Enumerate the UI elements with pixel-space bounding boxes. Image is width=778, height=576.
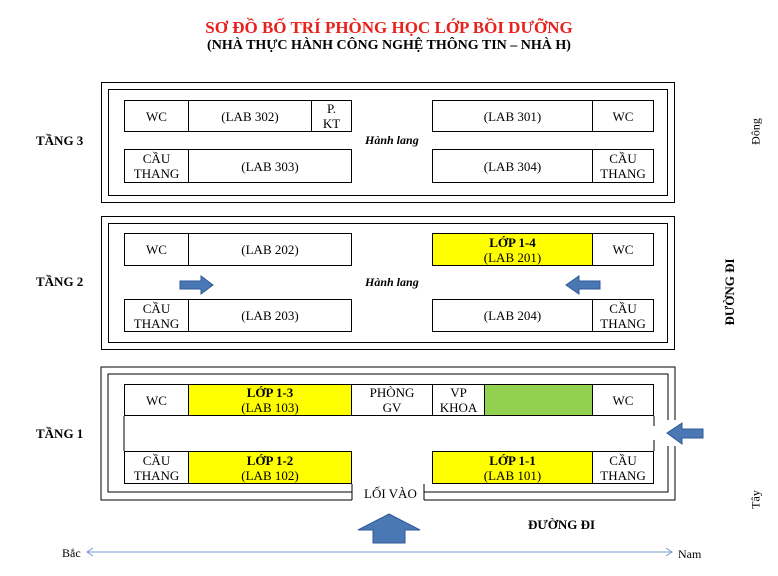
wc-right-f1: WC xyxy=(592,384,654,416)
stairs-left-f1: CẦU THANG xyxy=(124,451,189,484)
floor-2-outer-wall xyxy=(101,216,675,350)
direction-south-label: Nam xyxy=(678,547,702,561)
entrance-label: LỐI VÀO xyxy=(364,486,417,501)
lab-101-label: (LAB 101) xyxy=(483,467,542,483)
wc-left-f2: WC xyxy=(124,233,189,266)
floor-3-label: TẦNG 3 xyxy=(36,133,84,148)
floor-2-label: TẦNG 2 xyxy=(36,274,84,289)
floor-1-outer-wall-right xyxy=(424,446,676,501)
stairs-right-f2: CẦU THANG xyxy=(592,299,654,332)
lab-201-label: (LAB 201) xyxy=(483,249,542,265)
room-pkt: P. KT xyxy=(311,100,352,132)
floor-2-inner-wall xyxy=(108,223,668,343)
lab-302: (LAB 302) xyxy=(188,100,312,132)
lab-304: (LAB 304) xyxy=(432,149,593,183)
floor-1-label: TẦNG 1 xyxy=(36,426,84,441)
floor-3-inner-wall xyxy=(108,89,668,196)
diagram-title: SƠ ĐỒ BỐ TRÍ PHÒNG HỌC LỚP BỒI DƯỠNG xyxy=(205,18,573,37)
floor-1-outer-wall xyxy=(100,366,676,501)
class-1-1-label: LỚP 1-1 xyxy=(489,452,536,468)
lab-202: (LAB 202) xyxy=(188,233,352,266)
diagram-subtitle: (NHÀ THỰC HÀNH CÔNG NGHỆ THÔNG TIN – NHÀ… xyxy=(207,38,571,53)
stairs-right-f3: CẦU THANG xyxy=(592,149,654,183)
class-1-2-room: LỚP 1-2 (LAB 102) xyxy=(188,451,352,484)
floor-1-inner-wall xyxy=(107,373,669,493)
wc-right-f2: WC xyxy=(592,233,654,266)
right-arrow-icon xyxy=(179,275,214,295)
hallway-f3-label: Hành lang xyxy=(365,133,419,147)
green-room xyxy=(484,384,593,416)
hallway-f2-label: Hành lang xyxy=(365,275,419,289)
class-1-3-label: LỚP 1-3 xyxy=(246,385,294,400)
floor-1-inner-wall-right xyxy=(424,446,669,493)
left-arrow-icon xyxy=(565,275,601,295)
class-1-2-label: LỚP 1-2 xyxy=(246,452,294,468)
teacher-room: PHÒNG GV xyxy=(351,384,433,416)
class-1-4-room: LỚP 1-4 (LAB 201) xyxy=(432,233,593,266)
wc-left-f1: WC xyxy=(124,384,189,416)
road-south-label: ĐƯỜNG ĐI xyxy=(528,517,596,532)
lab-204: (LAB 204) xyxy=(432,299,593,332)
wc-right-f3: WC xyxy=(592,100,654,132)
stairs-right-f1: CẦU THANG xyxy=(592,451,654,484)
left-arrow-icon xyxy=(666,422,704,445)
lab-301: (LAB 301) xyxy=(432,100,593,132)
stairs-left-f3: CẦU THANG xyxy=(124,149,189,183)
lab-102-label: (LAB 102) xyxy=(241,467,299,483)
lab-303: (LAB 303) xyxy=(188,149,352,183)
up-arrow-icon xyxy=(357,513,421,544)
direction-north-label: Bắc xyxy=(62,546,81,560)
lab-103-label: (LAB 103) xyxy=(241,400,299,415)
lab-203: (LAB 203) xyxy=(188,299,352,332)
class-1-3-room: LỚP 1-3 (LAB 103) xyxy=(188,384,352,416)
floor-3-outer-wall xyxy=(101,82,675,203)
double-arrow-icon xyxy=(86,547,673,557)
stairs-left-f2: CẦU THANG xyxy=(124,299,189,332)
class-1-4-label: LỚP 1-4 xyxy=(489,234,536,250)
class-1-1-room: LỚP 1-1 (LAB 101) xyxy=(432,451,593,484)
